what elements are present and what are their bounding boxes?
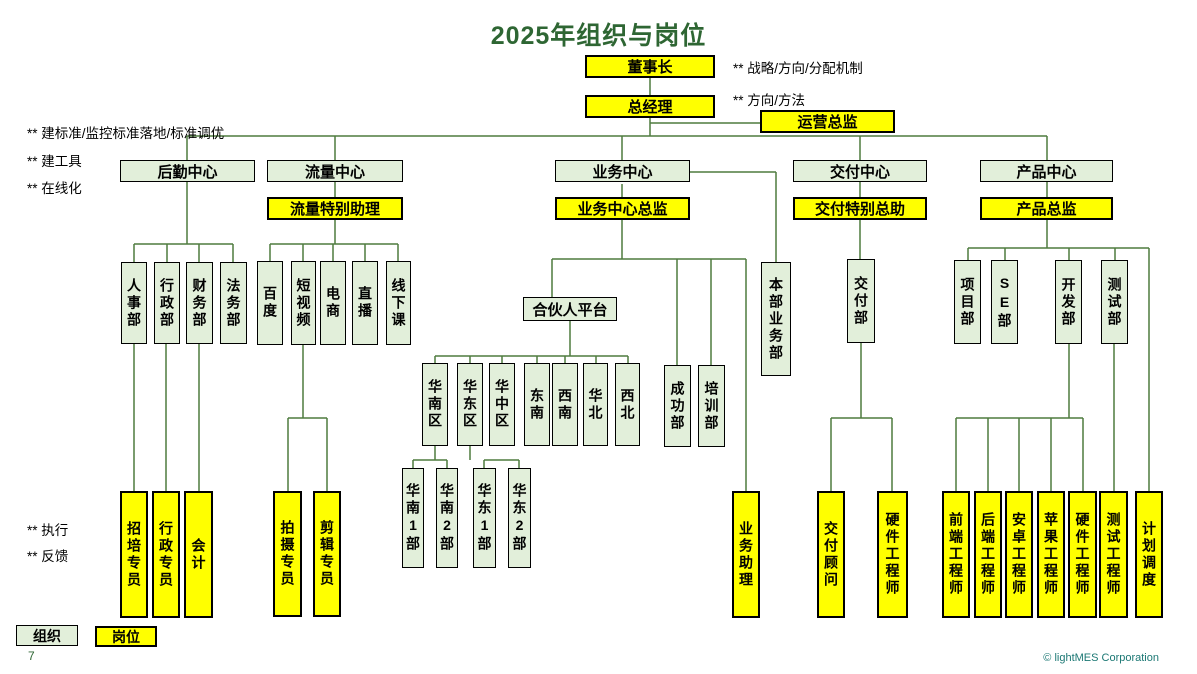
short-video-box: 短视频 <box>291 261 316 345</box>
planning-scheduler-box: 计划调度 <box>1135 491 1163 618</box>
southeast-region-box: 东南 <box>524 363 550 446</box>
se-dept-box: SE部 <box>991 260 1018 344</box>
south-china-dept1-box: 华南1部 <box>402 468 424 568</box>
delivery-consultant-box: 交付顾问 <box>817 491 845 618</box>
central-china-region-box: 华中区 <box>489 363 515 446</box>
hr-dept-box: 人事部 <box>121 262 147 344</box>
admin-specialist-box: 行政专员 <box>152 491 180 618</box>
delivery-center-box: 交付中心 <box>793 160 927 182</box>
south-china-dept2-box: 华南2部 <box>436 468 458 568</box>
logistics-center-box: 后勤中心 <box>120 160 255 182</box>
business-assistant-box: 业务助理 <box>732 491 760 618</box>
offline-course-box: 线下课 <box>386 261 411 345</box>
photography-specialist-box: 拍摄专员 <box>273 491 302 617</box>
note-strategy: ** 战略/方向/分配机制 <box>733 61 863 76</box>
southwest-region-box: 西南 <box>552 363 578 446</box>
product-director-box: 产品总监 <box>980 197 1113 220</box>
training-dept-box: 培训部 <box>698 365 725 447</box>
east-china-dept2-box: 华东2部 <box>508 468 531 568</box>
apple-engineer-box: 苹果工程师 <box>1037 491 1065 618</box>
business-center-box: 业务中心 <box>555 160 690 182</box>
project-dept-box: 项目部 <box>954 260 981 344</box>
ecommerce-box: 电商 <box>320 261 346 345</box>
legal-dept-box: 法务部 <box>220 262 247 344</box>
operations-director-box: 运营总监 <box>760 110 895 133</box>
chairman-box: 董事长 <box>585 55 715 78</box>
traffic-special-assistant-box: 流量特别助理 <box>267 197 403 220</box>
test-engineer-box: 测试工程师 <box>1099 491 1128 618</box>
test-dept-box: 测试部 <box>1101 260 1128 344</box>
note-online: ** 在线化 <box>27 181 82 196</box>
recruit-training-specialist-box: 招培专员 <box>120 491 148 618</box>
note-standards: ** 建标准/监控标准落地/标准调优 <box>27 126 225 141</box>
frontend-engineer-box: 前端工程师 <box>942 491 970 618</box>
east-china-region-box: 华东区 <box>457 363 483 446</box>
page-title: 2025年组织与岗位 <box>490 22 707 50</box>
general-manager-box: 总经理 <box>585 95 715 118</box>
finance-dept-box: 财务部 <box>186 262 213 344</box>
east-china-dept1-box: 华东1部 <box>473 468 496 568</box>
northwest-region-box: 西北 <box>615 363 640 446</box>
admin-dept-box: 行政部 <box>154 262 180 344</box>
business-center-director-box: 业务中心总监 <box>555 197 690 220</box>
north-china-region-box: 华北 <box>583 363 608 446</box>
traffic-center-box: 流量中心 <box>267 160 403 182</box>
partner-platform-box: 合伙人平台 <box>523 297 617 321</box>
south-china-region-box: 华南区 <box>422 363 448 446</box>
product-center-box: 产品中心 <box>980 160 1113 182</box>
android-engineer-box: 安卓工程师 <box>1005 491 1033 618</box>
success-dept-box: 成功部 <box>664 365 691 447</box>
hardware-engineer-delivery-box: 硬件工程师 <box>877 491 908 618</box>
page-number: 7 <box>28 649 35 663</box>
baidu-box: 百度 <box>257 261 283 345</box>
livestream-box: 直播 <box>352 261 378 345</box>
copyright-text: © lightMES Corporation <box>1043 652 1159 664</box>
note-execute: ** 执行 <box>27 523 69 538</box>
delivery-special-assistant-box: 交付特别总助 <box>793 197 927 220</box>
note-direction: ** 方向/方法 <box>733 93 806 108</box>
note-tools: ** 建工具 <box>27 154 82 169</box>
legend-position: 岗位 <box>95 626 157 647</box>
delivery-dept-box: 交付部 <box>847 259 875 343</box>
hardware-engineer-box: 硬件工程师 <box>1068 491 1097 618</box>
accountant-box: 会计 <box>184 491 213 618</box>
hq-business-dept-box: 本部业务部 <box>761 262 791 376</box>
editing-specialist-box: 剪辑专员 <box>313 491 341 617</box>
legend-organization: 组织 <box>16 625 78 646</box>
backend-engineer-box: 后端工程师 <box>974 491 1002 618</box>
dev-dept-box: 开发部 <box>1055 260 1082 344</box>
note-feedback: ** 反馈 <box>27 549 69 564</box>
